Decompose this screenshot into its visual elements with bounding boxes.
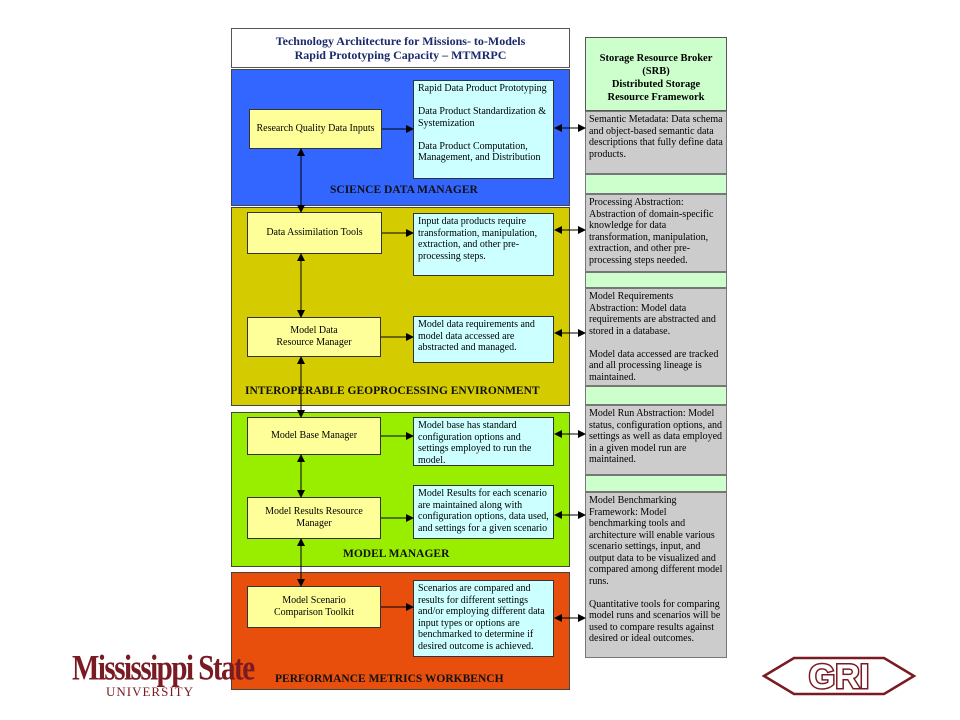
srb-spacer-1 (585, 174, 727, 194)
srb-processing-abstraction: Processing Abstraction: Abstraction of d… (585, 194, 727, 272)
band-label-interop: INTEROPERABLE GEOPROCESSING ENVIRONMENT (245, 385, 540, 397)
node-label: Data Assimilation Tools (266, 227, 363, 238)
detail-model-base: Model base has standard configuration op… (413, 417, 554, 466)
srb-model-run-abstraction: Model Run Abstraction: Model status, con… (585, 405, 727, 475)
node-model-base-manager: Model Base Manager (247, 417, 381, 455)
node-data-assimilation-tools: Data Assimilation Tools (247, 212, 382, 254)
gri-logo-text: GRI (809, 658, 869, 696)
node-model-data-resource-manager: Model Data Resource Manager (247, 317, 381, 357)
mississippi-state-logo: Mississippi State UNIVERSITY (72, 648, 255, 700)
node-label: Model Base Manager (270, 430, 358, 441)
band-label-science: SCIENCE DATA MANAGER (330, 184, 478, 196)
srb-spacer-4 (585, 475, 727, 492)
node-label: Model Data Resource Manager (276, 325, 352, 348)
detail-scenario-comparison: Scenarios are compared and results for d… (413, 580, 554, 657)
srb-semantic-metadata: Semantic Metadata: Data schema and objec… (585, 111, 727, 174)
detail-data-assimilation: Input data products require transformati… (413, 213, 554, 276)
node-research-quality-data-inputs: Research Quality Data Inputs (249, 109, 382, 149)
msu-logo-sub: UNIVERSITY (106, 684, 194, 700)
msu-logo-sub-text: UNIVERSITY (106, 684, 194, 699)
detail-model-data-resource: Model data requirements and model data a… (413, 316, 554, 363)
band-label-perf: PERFORMANCE METRICS WORKBENCH (275, 673, 504, 685)
band-label-model: MODEL MANAGER (343, 548, 450, 560)
srb-model-benchmarking: Model Benchmarking Framework: Model benc… (585, 492, 727, 658)
node-model-results-resource-manager: Model Results Resource Manager (247, 497, 381, 539)
node-label: Research Quality Data Inputs (256, 123, 375, 134)
node-label: Model Results Resource Manager (265, 506, 363, 529)
diagram-title: Technology Architecture for Missions- to… (231, 28, 570, 68)
srb-header: Storage Resource Broker (SRB) Distribute… (585, 37, 727, 111)
title-line-2: Rapid Prototyping Capacity – MTMRPC (294, 48, 507, 62)
title-line-1: Technology Architecture for Missions- to… (275, 34, 526, 48)
srb-spacer-2 (585, 272, 727, 288)
srb-model-requirements: Model Requirements Abstraction: Model da… (585, 288, 727, 386)
msu-logo-main: Mississippi State (72, 648, 255, 688)
gri-logo: GRI (760, 650, 918, 702)
detail-model-results: Model Results for each scenario are main… (413, 485, 554, 539)
node-model-scenario-comparison-toolkit: Model Scenario Comparison Toolkit (247, 586, 381, 628)
node-label: Model Scenario Comparison Toolkit (274, 595, 354, 618)
detail-science-data-products: Rapid Data Product Prototyping Data Prod… (413, 80, 554, 179)
srb-spacer-3 (585, 386, 727, 405)
